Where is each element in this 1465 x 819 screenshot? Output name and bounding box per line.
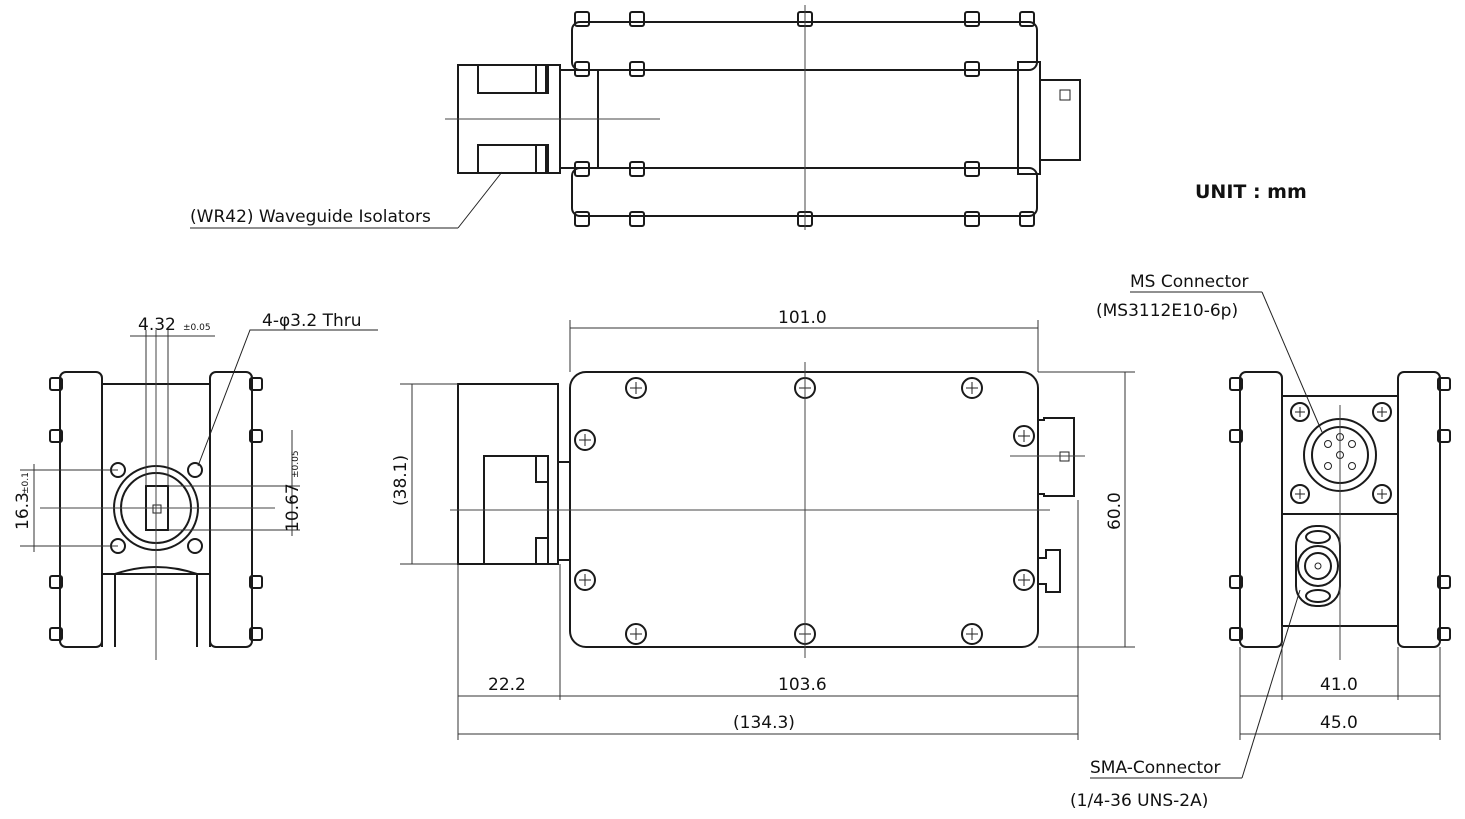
top-body bbox=[597, 69, 1019, 169]
sma-callout-leader bbox=[1241, 589, 1301, 779]
holes-leader bbox=[197, 329, 378, 467]
dim-60: 60.0 bbox=[1105, 492, 1125, 530]
ms-connector-callout: MS Connector bbox=[1130, 272, 1249, 292]
isolator-tab-lower bbox=[535, 144, 549, 174]
holes-callout: 4-φ3.2 Thru bbox=[262, 311, 362, 331]
dim-45: 45.0 bbox=[1320, 713, 1358, 733]
waveguide-callout: (WR42) Waveguide Isolators bbox=[190, 207, 431, 227]
waveguide-leader bbox=[457, 171, 503, 229]
dim-16-3-tol: ±0.1 bbox=[21, 472, 31, 494]
dim-4-32-tol: ±0.05 bbox=[183, 323, 211, 333]
dim-41: 41.0 bbox=[1320, 675, 1358, 695]
right-end-view: 41.0 45.0 MS Connector (MS3112E10-6p) SM… bbox=[1070, 272, 1451, 811]
dim-134: (134.3) bbox=[733, 713, 795, 733]
top-screw-posts bbox=[574, 11, 1035, 227]
isolator-tab-upper bbox=[535, 64, 549, 94]
top-view: (WR42) Waveguide Isolators bbox=[190, 5, 1081, 230]
top-connector-flange bbox=[1017, 61, 1041, 175]
dim-101: 101.0 bbox=[778, 308, 827, 328]
dim-103: 103.6 bbox=[778, 675, 827, 695]
front-sma-connector bbox=[1038, 549, 1061, 593]
left-lower-channel bbox=[101, 566, 211, 647]
front-screws bbox=[574, 377, 1035, 645]
ms-connector-screws bbox=[1290, 402, 1392, 504]
unit-label: UNIT : mm bbox=[1195, 181, 1307, 203]
left-rail-b bbox=[209, 371, 253, 648]
sma-connector-thread: (1/4-36 UNS-2A) bbox=[1070, 791, 1208, 811]
right-view-posts bbox=[1229, 377, 1451, 641]
right-rail-a bbox=[1239, 371, 1283, 648]
top-connector-pin bbox=[1059, 89, 1071, 101]
right-rail-b bbox=[1397, 371, 1441, 648]
sma-connector-callout: SMA-Connector bbox=[1090, 758, 1221, 778]
left-view-posts bbox=[49, 377, 263, 641]
front-isolator-tab-b bbox=[535, 537, 549, 565]
front-ms-connector bbox=[1038, 417, 1075, 497]
ms-connector-part: (MS3112E10-6p) bbox=[1096, 301, 1238, 321]
isolator-lower-slot bbox=[477, 144, 547, 174]
dim-10-67: 10.67 bbox=[283, 483, 303, 532]
dim-22: 22.2 bbox=[488, 675, 526, 695]
dim-10-67-tol: ±0.05 bbox=[291, 450, 301, 478]
front-isolator-tab-a bbox=[535, 455, 549, 483]
left-rail-a bbox=[59, 371, 103, 648]
ms-callout-leader bbox=[1261, 291, 1323, 433]
dim-4-32: 4.32 bbox=[138, 315, 176, 335]
sma-connector bbox=[1295, 525, 1341, 607]
waveguide-port-center bbox=[152, 504, 162, 514]
top-connector-body bbox=[1039, 79, 1081, 161]
isolator-upper-slot bbox=[477, 64, 547, 94]
dim-38: (38.1) bbox=[391, 455, 411, 506]
dim-16-3: 16.3 bbox=[13, 492, 33, 530]
flange-bolt-holes bbox=[110, 462, 203, 554]
front-view: 101.0 (38.1) 60.0 22.2 103.6 (134.3) bbox=[391, 308, 1135, 740]
left-end-view: 4.32 ±0.05 4-φ3.2 Thru 16.3 ±0.1 10.67 ±… bbox=[13, 311, 378, 660]
